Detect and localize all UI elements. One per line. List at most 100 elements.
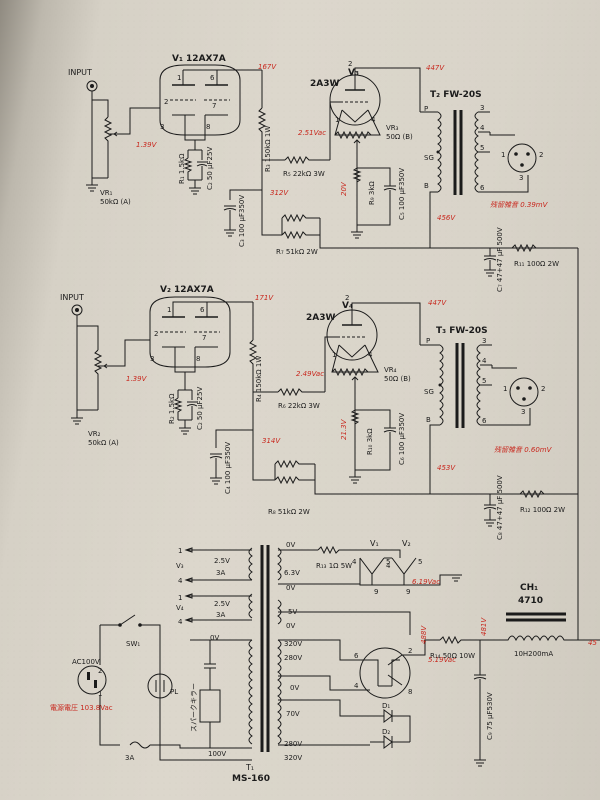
- vr1-value: 50kΩ (A): [100, 198, 131, 206]
- xlr1-label-1: 1: [501, 151, 505, 159]
- t2-pin-6: 6: [480, 184, 485, 192]
- r13-label: R₁₃ 1Ω 5W: [316, 562, 352, 570]
- heater-return: [278, 574, 462, 585]
- v2-pin2: 2: [154, 330, 158, 338]
- ps-v3-pin1: 1: [178, 547, 182, 555]
- v3-filament-voltage: 2.51Vac: [298, 129, 326, 137]
- v4-pin1: 1: [332, 351, 336, 359]
- grid-wire-2: [104, 339, 150, 367]
- v4-grid-lead: [324, 336, 337, 392]
- choke-out-voltage: 45: [588, 639, 597, 647]
- t2-pin-b: B: [424, 182, 429, 190]
- t1-sec-ht: [277, 639, 282, 745]
- rectifier-tube: [359, 647, 411, 699]
- rect-filament-wires: [278, 611, 411, 743]
- xlr1-pin1: [514, 152, 518, 156]
- rect-pin6: 6: [354, 652, 359, 660]
- v1-cathode-voltage: 1.39V: [136, 141, 158, 149]
- t2-sg-tap: [436, 150, 440, 154]
- xlr1-label-2: 2: [539, 151, 543, 159]
- r2-resistor: [173, 397, 183, 420]
- v1-tube-envelope: [159, 64, 241, 136]
- v4-filament-voltage: 2.49Vac: [296, 370, 324, 378]
- t1-sec-63v: [277, 547, 282, 581]
- after-r-voltage: 481V: [480, 617, 488, 636]
- ps-v2-label: V₂: [402, 539, 411, 548]
- t2-primary-leads: [420, 111, 578, 249]
- diode-d2: [378, 735, 410, 749]
- c6-capacitor: [355, 409, 397, 471]
- residual-noise-1: 残留雑音 0.39mV: [490, 201, 549, 209]
- r8-resistor-a: [274, 475, 315, 485]
- xlr2-label-1: 1: [503, 385, 507, 393]
- v1-pin8: 8: [206, 123, 210, 131]
- input-jack-2-center: [75, 308, 79, 312]
- ground-symbol-1a: [86, 178, 98, 192]
- residual-noise-2: 残留雑音 0.60mV: [494, 446, 553, 454]
- r2-label: R₂ 1.5kΩ: [168, 393, 176, 424]
- ps-0v-d: 0V: [286, 622, 295, 630]
- t2-pin-3: 3: [480, 104, 484, 112]
- pilot-lamp-filament: [155, 680, 165, 692]
- ac-pin-2: 2: [98, 667, 102, 675]
- vr3-label: VR₃: [386, 124, 399, 132]
- t2-pin-5: 5: [480, 144, 484, 152]
- ground-symbol-1e: [484, 269, 496, 277]
- r13-resistor: [317, 545, 401, 558]
- v1-plate-voltage: 167V: [258, 63, 277, 71]
- t3-pin-p: P: [426, 337, 430, 345]
- v3-pin4: 4: [371, 116, 376, 124]
- r1-resistor: [183, 157, 193, 180]
- v3-filament: [341, 109, 369, 123]
- xlr2-label-3: 3: [521, 408, 525, 416]
- t1-heater-b: [248, 593, 253, 619]
- v3-pin2: 2: [348, 60, 352, 68]
- ps-h4b: 4: [386, 562, 391, 570]
- r12-resistor: [519, 489, 545, 499]
- r5-resistor: [284, 155, 330, 165]
- mains-voltage: 電源電圧 103.8Vac: [50, 703, 113, 712]
- v3-grid-lead: [329, 101, 340, 160]
- vr2-value: 50kΩ (A): [88, 439, 119, 447]
- t2-pin-4: 4: [480, 124, 485, 132]
- mains-wire-top: [100, 624, 252, 761]
- xlr1-pin2: [526, 152, 530, 156]
- ps-3a-a: 3A: [216, 569, 225, 577]
- ground-symbol-2b: [178, 419, 192, 435]
- ps-0v-c: 0V: [210, 634, 219, 642]
- ground-symbol-2c: [210, 477, 222, 485]
- c5-capacitor: [357, 167, 397, 226]
- ground-symbol-1d: [351, 225, 363, 239]
- c6-label: C₆ 100 μF350V: [398, 413, 406, 465]
- heater-wires: [186, 549, 252, 621]
- spark-killer-label: スパークキラー: [190, 683, 198, 732]
- v1-pin2: 2: [164, 98, 168, 106]
- switch-contact-b: [138, 623, 142, 627]
- heater-arrows: [184, 547, 193, 623]
- ps-v4-pin4: 4: [178, 618, 183, 626]
- ground-symbol-2d: [349, 470, 361, 484]
- vr3-resistor: [334, 130, 380, 140]
- r14-resistor: [439, 635, 500, 645]
- t2-secondary-taps: [478, 111, 490, 193]
- vr4-value: 50Ω (B): [384, 375, 411, 383]
- c3-capacitor: [223, 205, 237, 211]
- t3-secondary-taps: [480, 344, 492, 426]
- r14-label: R₁₄ 50Ω 10W: [430, 652, 475, 660]
- t3-sg-tap: [438, 383, 442, 387]
- rect-pin8: 8: [408, 688, 412, 696]
- v3-type: 2A3W: [310, 79, 339, 89]
- c2-label: C₂ 50 μF25V: [206, 147, 214, 190]
- ps-v3-label: V₃: [176, 562, 184, 570]
- t3-pin-3: 3: [482, 337, 486, 345]
- v4-plate-voltage: 447V: [428, 299, 447, 307]
- v3-cathode-voltage: 20V: [340, 181, 348, 196]
- input-jack-1-center: [90, 84, 94, 88]
- c5-label: C₅ 100 μF350V: [398, 168, 406, 220]
- input-label-1: INPUT: [68, 68, 92, 77]
- v4-filament: [338, 344, 366, 358]
- t3-pin-b: B: [426, 416, 431, 424]
- r7-resistor-a: [281, 230, 320, 240]
- v1-pin6: 6: [210, 74, 215, 82]
